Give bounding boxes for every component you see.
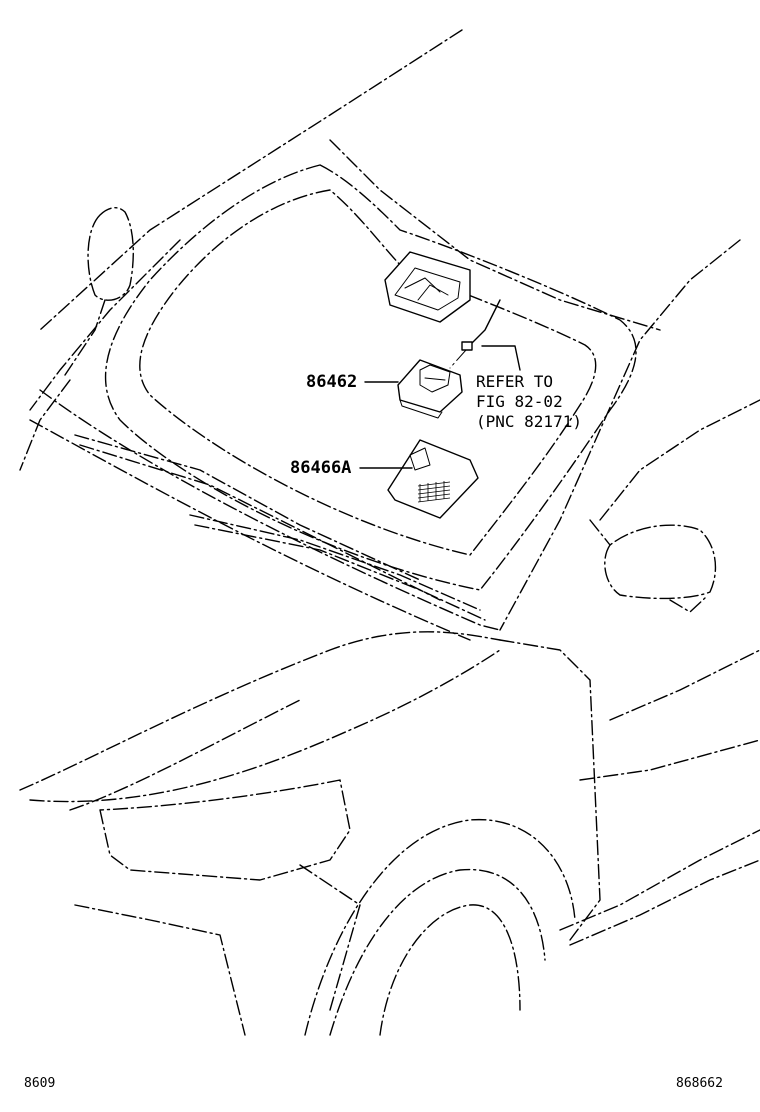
window-line-2 bbox=[609, 649, 760, 721]
sensor-wire bbox=[469, 299, 501, 346]
windshield-outer bbox=[104, 164, 637, 591]
wiper-arm-right bbox=[189, 514, 481, 611]
wire-to-sensor-dash bbox=[449, 349, 467, 369]
sensor-86462-drawing bbox=[397, 359, 463, 419]
right-mirror bbox=[604, 524, 717, 600]
bumper-line bbox=[74, 904, 246, 1036]
wheel-arch-inner bbox=[329, 868, 546, 1036]
wiper-blade-right bbox=[194, 524, 486, 621]
hood-crease bbox=[69, 699, 301, 811]
roof-front-line bbox=[329, 139, 661, 331]
wiper-blade-left bbox=[79, 444, 441, 601]
left-pillar-2 bbox=[19, 379, 71, 471]
footer-left-code: 8609 bbox=[24, 1076, 56, 1091]
wheel-arch bbox=[304, 818, 576, 1036]
bumper-line-2 bbox=[299, 864, 361, 1011]
left-mirror bbox=[87, 207, 134, 301]
window-line bbox=[599, 399, 760, 521]
wire-connector bbox=[461, 341, 473, 351]
wheel bbox=[379, 904, 521, 1036]
right-pillar-line bbox=[499, 239, 741, 631]
cowl-line bbox=[39, 389, 501, 631]
reference-note-line2[interactable]: FIG 82-02 bbox=[476, 392, 563, 411]
door-line bbox=[499, 639, 601, 941]
roof-edge-line bbox=[39, 29, 463, 331]
part-number-86462[interactable]: 86462 bbox=[306, 372, 358, 392]
hood-line-2 bbox=[29, 649, 501, 803]
reference-note-line3: (PNC 82171) bbox=[476, 412, 582, 431]
right-mirror-stem bbox=[589, 519, 611, 546]
left-mirror-stem bbox=[64, 299, 106, 376]
left-pillar bbox=[29, 239, 181, 411]
sensor-bracket bbox=[384, 251, 471, 323]
leader-reference bbox=[481, 345, 521, 371]
cover-86466A-drawing bbox=[387, 439, 479, 519]
door-line-2 bbox=[559, 829, 760, 931]
hood-line bbox=[19, 631, 501, 791]
wiper-arm-left bbox=[74, 434, 421, 581]
part-number-86466A[interactable]: 86466A bbox=[290, 458, 352, 478]
reference-note-line1: REFER TO bbox=[476, 372, 554, 391]
right-mirror-base bbox=[669, 597, 706, 613]
cowl-line-2 bbox=[29, 419, 471, 641]
headlight bbox=[99, 779, 351, 881]
footer-right-code: 868662 bbox=[676, 1076, 723, 1091]
rocker-line bbox=[569, 859, 760, 946]
body-line bbox=[579, 739, 760, 781]
